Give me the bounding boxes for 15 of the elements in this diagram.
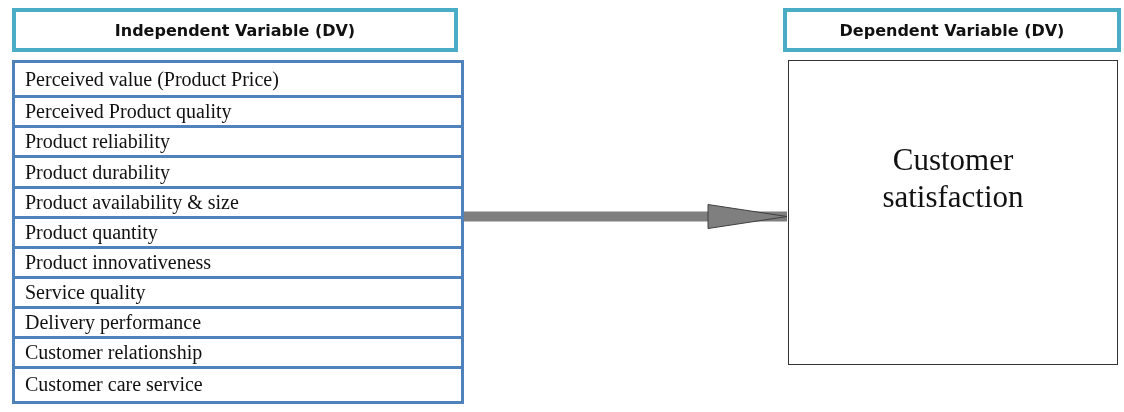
list-row: Perceived Product quality bbox=[15, 98, 461, 128]
list-row: Customer care service bbox=[15, 369, 461, 400]
list-row: Product innovativeness bbox=[15, 249, 461, 279]
list-row: Delivery performance bbox=[15, 309, 461, 339]
variable-list-box bbox=[12, 60, 464, 404]
outcome-box: Customer satisfaction bbox=[788, 60, 1118, 365]
list-row: Product quantity bbox=[15, 219, 461, 249]
heading-box: Independent Variable (DV) bbox=[12, 8, 458, 52]
list-row: Product availability & size bbox=[15, 189, 461, 219]
list-row: Product durability bbox=[15, 158, 461, 189]
heading-box: Dependent Variable (DV) bbox=[783, 8, 1121, 52]
list-row: Perceived value (Product Price) bbox=[15, 63, 461, 98]
list-row: Product reliability bbox=[15, 128, 461, 158]
list-row: Customer relationship bbox=[15, 339, 461, 369]
list-row: Service quality bbox=[15, 279, 461, 309]
